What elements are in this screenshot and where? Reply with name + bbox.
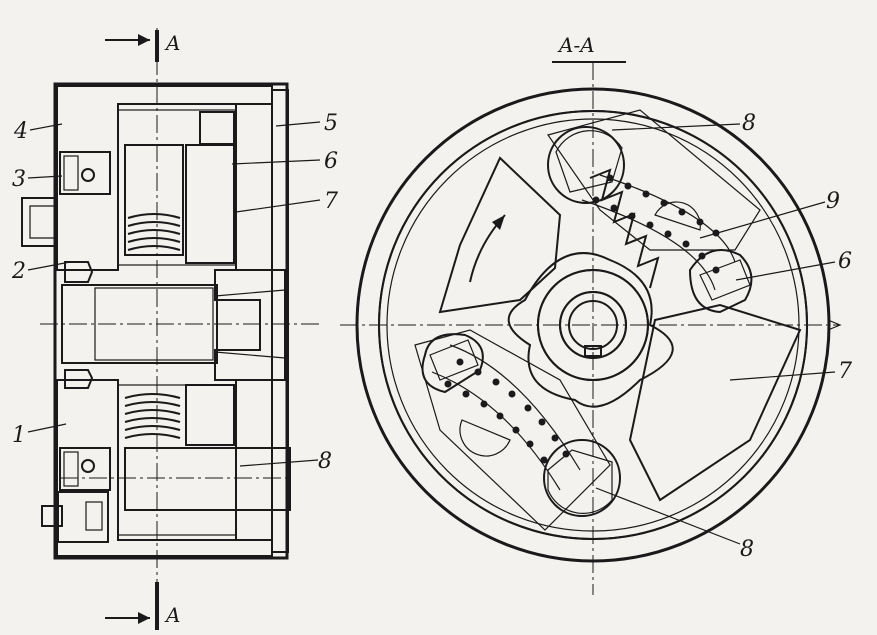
nut-lower — [64, 369, 94, 389]
label-part-8-lower: 8 — [740, 537, 754, 562]
spring-end-upper — [688, 249, 753, 314]
label-part-2: 2 — [11, 259, 26, 284]
nut-upper — [64, 261, 94, 283]
cavity-upper — [117, 109, 237, 266]
cross-section-a-a: A-A — [340, 33, 842, 595]
weight-segment-top — [547, 109, 761, 251]
label-part-5: 5 — [324, 111, 338, 136]
section-mark-bottom: A — [164, 603, 180, 627]
spring-lower-right — [431, 344, 581, 491]
label-part-1: 1 — [12, 423, 26, 448]
flange-lip — [271, 89, 289, 553]
label-part-9: 9 — [826, 189, 840, 214]
hub-cone — [214, 269, 286, 381]
section-arrow-icon — [105, 30, 159, 630]
label-part-7: 7 — [324, 189, 338, 214]
weight-segment-bottom — [414, 329, 611, 531]
semicircle-upper — [654, 201, 701, 231]
spring-upper — [127, 213, 181, 251]
bearing-lower — [59, 447, 111, 491]
pin-head-upper — [547, 126, 625, 204]
leaders-left — [27, 121, 321, 467]
label-part-6-right: 6 — [838, 249, 852, 274]
weight-segment-left — [438, 156, 562, 314]
view-title: A-A — [557, 33, 595, 57]
weight-block-upper — [124, 144, 184, 256]
cam-lower — [185, 384, 235, 446]
label-part-8: 8 — [318, 449, 332, 474]
bearing-upper — [59, 151, 111, 195]
pin — [124, 447, 291, 511]
side-lug — [21, 197, 55, 247]
label-part-3: 3 — [12, 167, 26, 192]
stop-block-upper — [199, 111, 235, 145]
label-part-4: 4 — [13, 119, 28, 144]
weight-segment-right — [628, 303, 802, 502]
label-part-8-upper: 8 — [742, 111, 756, 136]
longitudinal-section: A A — [21, 28, 320, 630]
cavity-lower — [117, 384, 237, 536]
hub-cam — [507, 252, 674, 408]
bottom-fitting — [41, 491, 109, 543]
spring-lower — [124, 393, 181, 439]
housing-upper — [56, 85, 273, 271]
label-part-6: 6 — [324, 149, 338, 174]
spring-end-lower — [421, 333, 484, 394]
section-mark-top: A — [164, 31, 180, 55]
semicircle-lower — [459, 419, 511, 457]
label-part-7-right: 7 — [838, 359, 852, 384]
pin-head-lower — [543, 439, 621, 517]
shaft — [94, 287, 214, 361]
leaders-right — [595, 123, 836, 545]
